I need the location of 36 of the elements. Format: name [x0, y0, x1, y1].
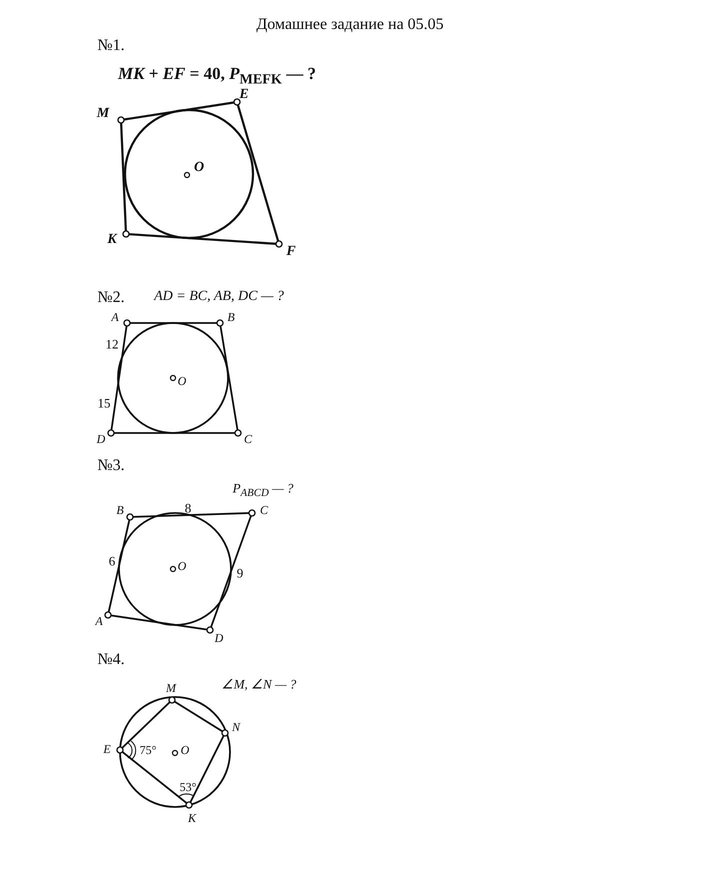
problem-statement: ∠M, ∠N — ?	[222, 678, 296, 690]
vertex-label: A	[95, 615, 103, 627]
center-label: O	[194, 161, 204, 175]
problem-statement: AD = BC, AB, DC — ?	[154, 290, 284, 304]
vertex-label: F	[286, 245, 296, 259]
problem-statement: MK + EF = 40, P$_{MEFK}$ — ?	[118, 65, 316, 87]
angle-label: 75°	[140, 744, 156, 756]
vertex-label: A	[111, 311, 119, 323]
task-number: №4.	[97, 652, 125, 668]
vertex-label: E	[103, 743, 111, 755]
vertex-label: M	[96, 107, 110, 121]
side-length: 12	[106, 338, 118, 350]
vertex-label: D	[214, 632, 224, 644]
side-length: 15	[98, 396, 110, 410]
task-number: №2.	[97, 290, 125, 306]
side-length: 8	[184, 502, 192, 514]
vertex-label: D	[96, 433, 106, 445]
vertex-label: E	[239, 88, 249, 102]
side-length: 9	[236, 566, 244, 580]
vertex-label: M	[166, 682, 176, 694]
center-label: O	[178, 560, 186, 572]
side-length: 6	[108, 554, 116, 568]
center-label: O	[178, 375, 186, 387]
page-title: Домашнее задание на 05.05	[256, 17, 444, 33]
vertex-label: B	[227, 311, 235, 323]
angle-label: 53°	[180, 781, 196, 793]
vertex-label: K	[188, 812, 196, 824]
vertex-label: N	[232, 721, 240, 733]
vertex-label: C	[260, 504, 268, 516]
center-label: O	[180, 744, 190, 756]
vertex-label: K	[107, 233, 117, 247]
vertex-label: C	[244, 433, 252, 445]
problem-statement: P$_{ABCD}$ — ?	[232, 481, 294, 499]
task-number: №3.	[97, 458, 125, 474]
vertex-label: B	[116, 504, 124, 516]
task-number: №1.	[97, 38, 125, 54]
